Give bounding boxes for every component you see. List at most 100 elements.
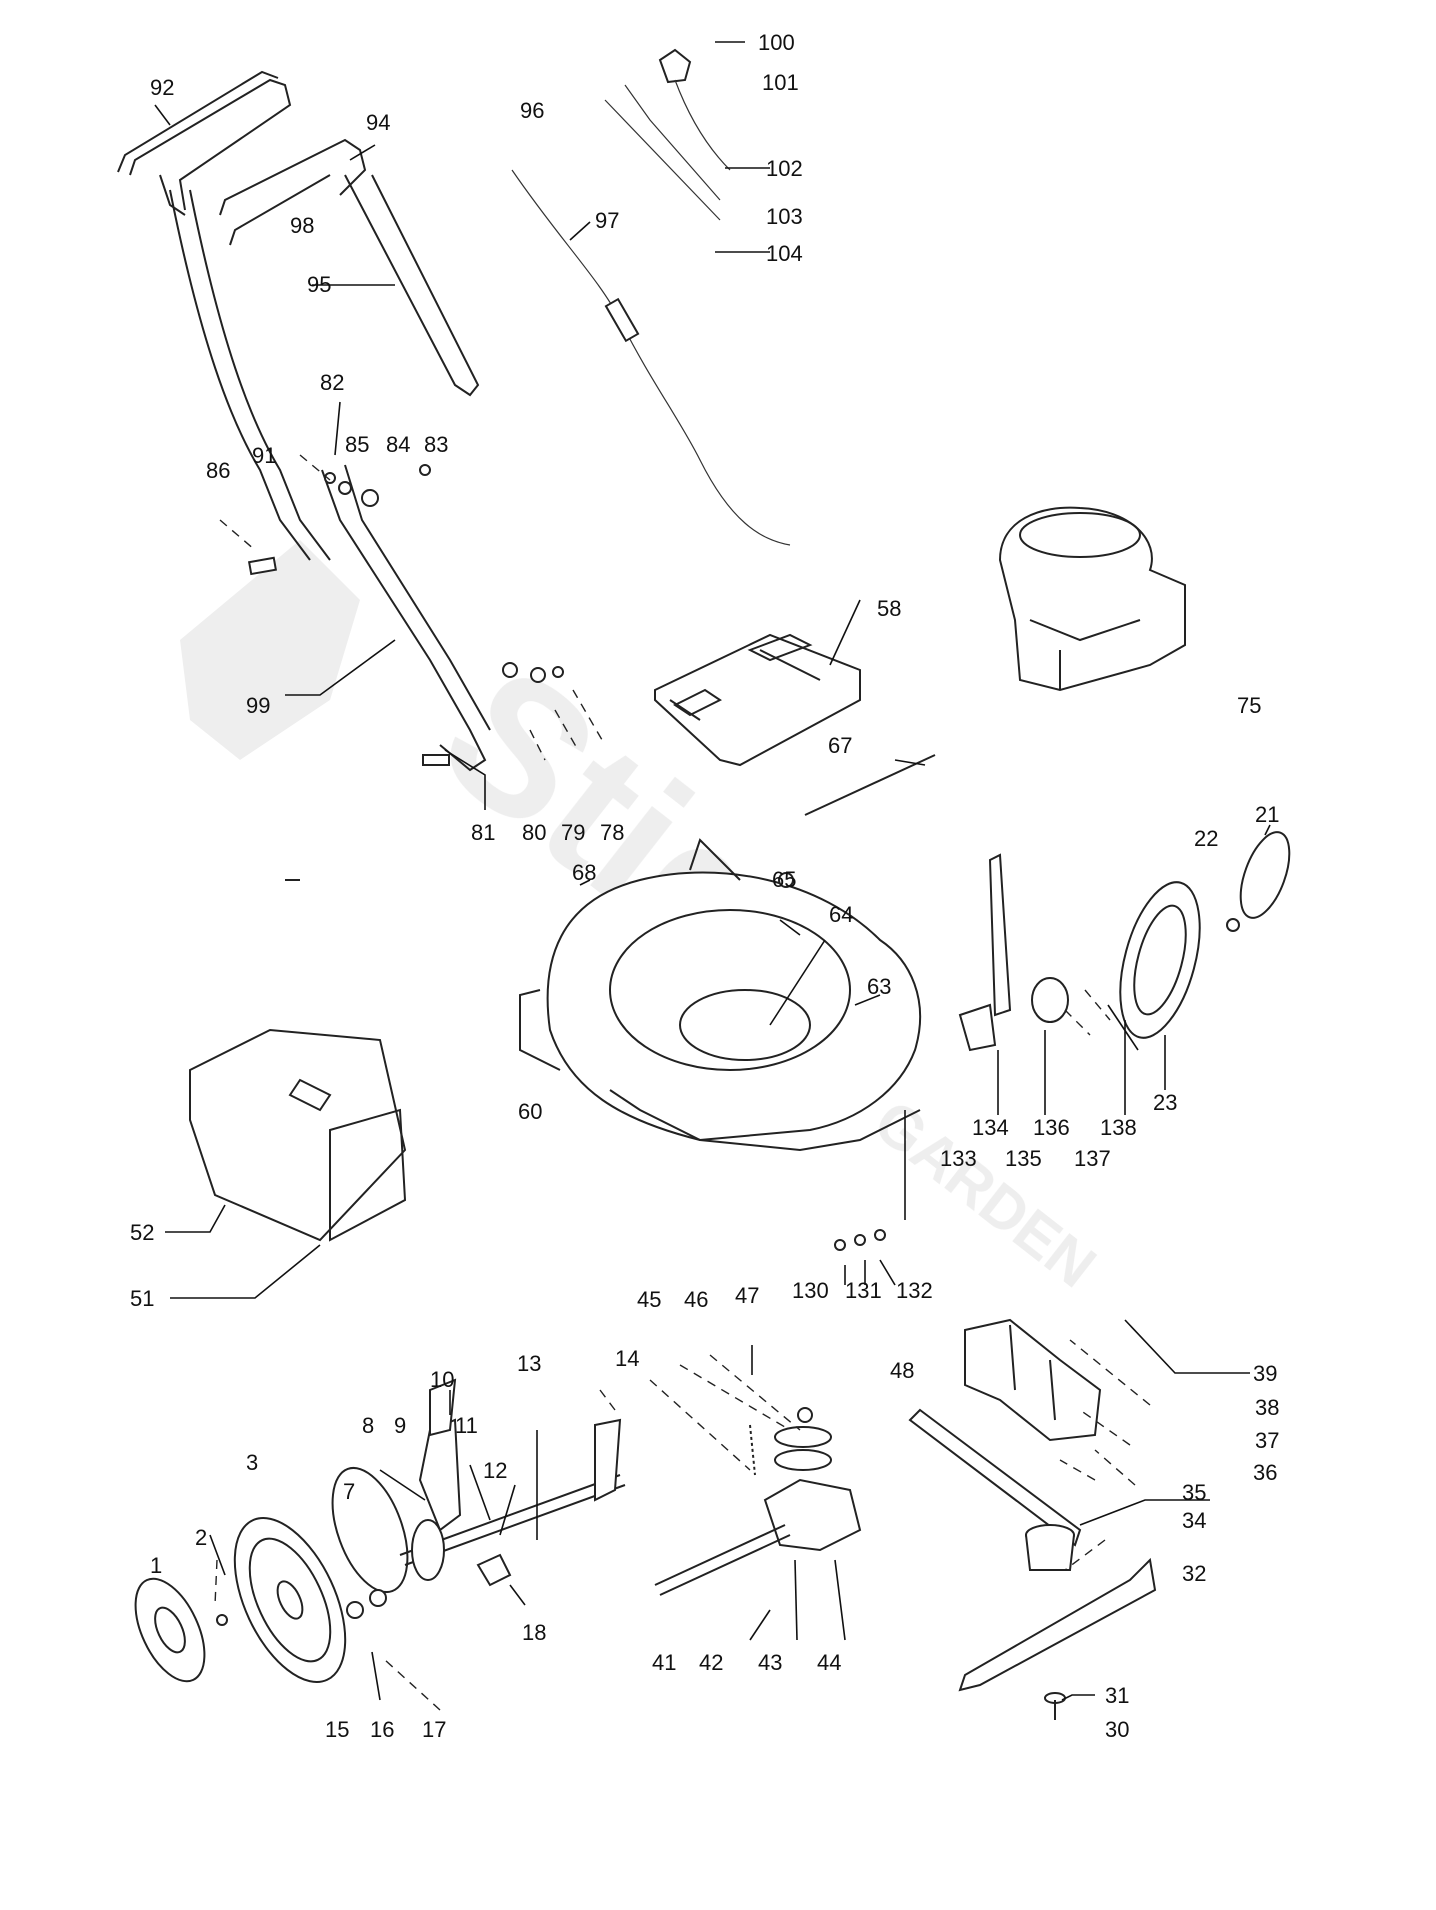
label-58: 58	[877, 596, 901, 621]
label-12: 12	[483, 1458, 507, 1483]
flap-rod	[804, 754, 936, 816]
label-11: 11	[455, 1413, 478, 1438]
label-37: 37	[1255, 1428, 1279, 1453]
mower-deck	[519, 838, 922, 1152]
label-3: 3	[246, 1450, 258, 1475]
engine	[998, 506, 1186, 692]
label-98: 98	[290, 213, 314, 238]
label-79: 79	[561, 820, 585, 845]
label-100: 100	[758, 30, 795, 55]
drive-belt	[908, 1408, 1082, 1547]
front-wheel	[1119, 881, 1201, 1039]
rear-gear-disc	[331, 1466, 409, 1594]
label-39: 39	[1253, 1361, 1277, 1386]
label-30: 30	[1105, 1717, 1129, 1742]
label-44: 44	[817, 1650, 841, 1675]
leader-lines	[154, 41, 1271, 1711]
label-14: 14	[615, 1346, 639, 1371]
label-104: 104	[766, 241, 803, 266]
label-96: 96	[520, 98, 544, 123]
label-7: 7	[343, 1479, 355, 1504]
label-130: 130	[792, 1278, 829, 1303]
label-68: 68	[572, 860, 596, 885]
blade-adapter	[1025, 1524, 1075, 1571]
grass-bag	[189, 1028, 407, 1242]
rear-flap	[654, 633, 861, 767]
callout-labels: 100 101 92 94 96 102 103 104 97 98 95 82…	[130, 30, 1279, 1742]
label-43: 43	[758, 1650, 782, 1675]
label-78: 78	[600, 820, 624, 845]
rear-wheel	[233, 1517, 347, 1683]
label-80: 80	[522, 820, 546, 845]
label-32: 32	[1182, 1561, 1206, 1586]
front-hubcap	[1239, 831, 1291, 919]
label-136: 136	[1033, 1115, 1070, 1140]
label-23: 23	[1153, 1090, 1177, 1115]
label-97: 97	[595, 208, 619, 233]
label-86: 86	[206, 458, 230, 483]
label-18: 18	[522, 1620, 546, 1645]
label-138: 138	[1100, 1115, 1137, 1140]
label-15: 15	[325, 1717, 349, 1742]
label-31: 31	[1105, 1683, 1129, 1708]
label-81: 81	[471, 820, 495, 845]
label-2: 2	[195, 1525, 207, 1550]
label-46: 46	[684, 1287, 708, 1312]
label-133: 133	[940, 1146, 977, 1171]
label-47: 47	[735, 1283, 759, 1308]
label-84: 84	[386, 432, 410, 457]
small-hardware	[216, 464, 1240, 1626]
label-8: 8	[362, 1413, 374, 1438]
label-75: 75	[1237, 693, 1261, 718]
label-67: 67	[828, 733, 852, 758]
label-34: 34	[1182, 1508, 1206, 1533]
label-16: 16	[370, 1717, 394, 1742]
cutting-blade	[958, 1557, 1157, 1692]
label-13: 13	[517, 1351, 541, 1376]
label-94: 94	[366, 110, 390, 135]
label-10: 10	[430, 1367, 454, 1392]
label-21: 21	[1255, 802, 1279, 827]
label-99: 99	[246, 693, 270, 718]
blade-bolt	[1044, 1692, 1066, 1720]
label-35: 35	[1182, 1480, 1206, 1505]
label-82: 82	[320, 370, 344, 395]
label-131: 131	[845, 1278, 882, 1303]
label-9: 9	[394, 1413, 406, 1438]
belt-guard	[964, 1318, 1102, 1442]
label-41: 41	[652, 1650, 676, 1675]
label-1: 1	[150, 1553, 162, 1578]
label-92: 92	[150, 75, 174, 100]
label-65: 65	[772, 867, 796, 892]
label-48: 48	[890, 1358, 914, 1383]
label-102: 102	[766, 156, 803, 181]
drive-cable	[604, 48, 731, 221]
label-45: 45	[637, 1287, 661, 1312]
label-64: 64	[829, 902, 853, 927]
label-103: 103	[766, 204, 803, 229]
front-height-lever	[958, 853, 1069, 1052]
label-42: 42	[699, 1650, 723, 1675]
watermark-logo-icon	[180, 540, 360, 760]
lower-handle-bar	[219, 138, 491, 772]
label-63: 63	[867, 974, 891, 999]
label-132: 132	[896, 1278, 933, 1303]
label-91: 91	[252, 443, 276, 468]
label-83: 83	[424, 432, 448, 457]
gearbox	[654, 1407, 862, 1596]
label-36: 36	[1253, 1460, 1277, 1485]
label-52: 52	[130, 1220, 154, 1245]
label-85: 85	[345, 432, 369, 457]
label-17: 17	[422, 1717, 446, 1742]
label-22: 22	[1194, 826, 1218, 851]
clip-part	[476, 1553, 512, 1587]
label-60: 60	[518, 1099, 542, 1124]
upper-handle-bar	[117, 70, 331, 561]
label-51: 51	[130, 1286, 154, 1311]
label-135: 135	[1005, 1146, 1042, 1171]
label-101: 101	[762, 70, 799, 95]
label-38: 38	[1255, 1395, 1279, 1420]
label-134: 134	[972, 1115, 1009, 1140]
throttle-cable	[511, 169, 791, 546]
label-95: 95	[307, 272, 331, 297]
